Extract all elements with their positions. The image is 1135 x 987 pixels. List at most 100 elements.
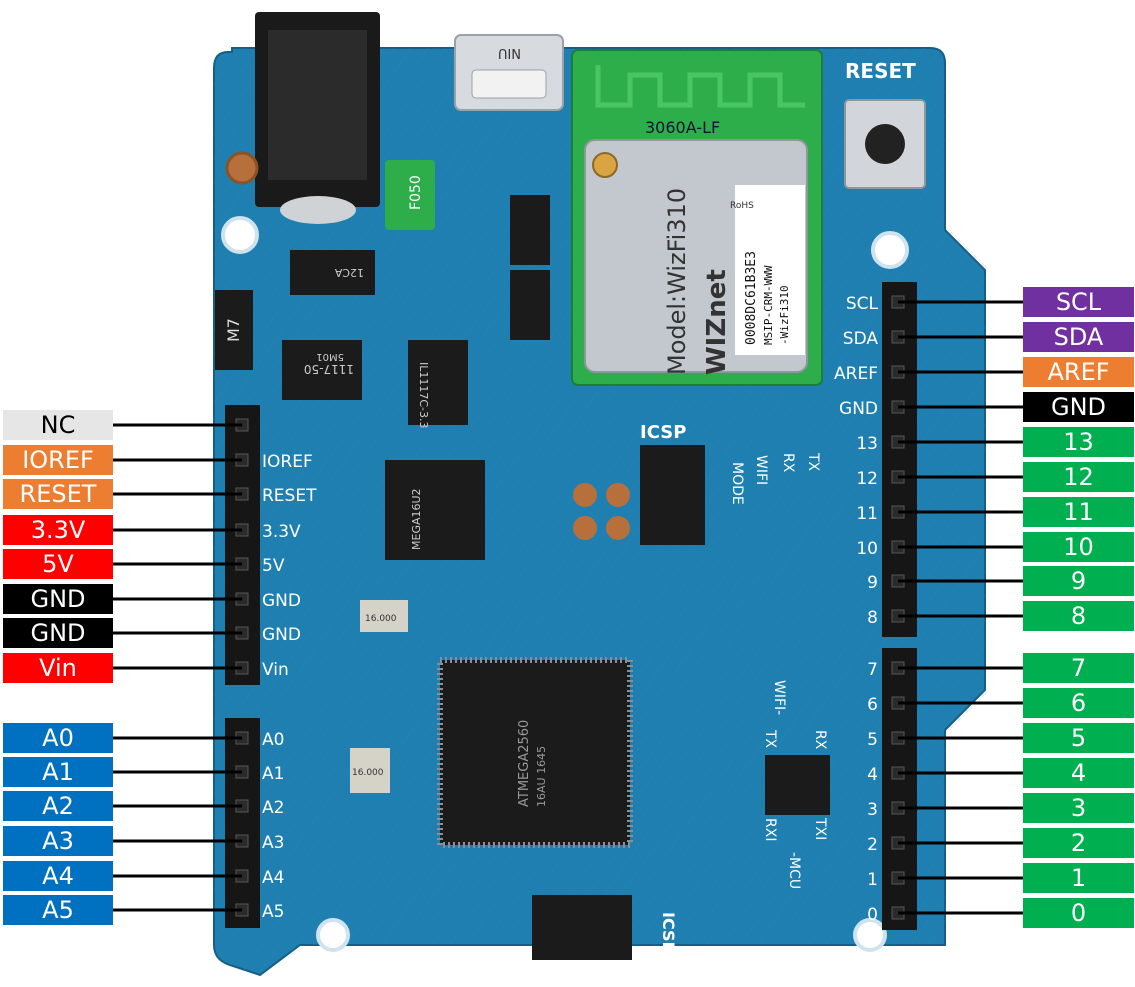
silk-label: GND [839,399,878,419]
svg-text:WIFI-: WIFI- [771,680,787,715]
right-pin-label: AREF [1023,357,1134,387]
reset-silk: RESET [845,59,916,83]
svg-text:TX: TX [805,452,821,472]
left-pin-label: IOREF [3,445,113,475]
silk-label: GND [262,591,301,611]
silk-label: A3 [262,833,284,853]
right-pin-label: 1 [1023,863,1134,893]
svg-text:12CA: 12CA [334,266,364,279]
mcu-atmega16u2 [385,460,485,560]
silk-label: Vin [262,660,289,680]
svg-text:RX: RX [780,453,796,473]
right-pin-label: 7 [1023,653,1134,683]
left-pin-label: NC [3,410,113,440]
right-pin-label: 10 [1023,532,1134,562]
silk-label: IOREF [262,452,313,472]
silk-label: 10 [856,539,878,559]
silk-label: 8 [867,608,878,628]
mount-hole [871,231,909,269]
silk-label: 3 [867,800,878,820]
svg-text:NIU: NIU [498,45,521,60]
svg-text:3060A-LF: 3060A-LF [645,118,720,137]
right-pin-label: 0 [1023,898,1134,928]
svg-text:RX: RX [812,730,828,750]
silk-label: 2 [867,835,878,855]
svg-text:ATMEGA2560: ATMEGA2560 [517,720,532,807]
svg-text:1117-50: 1117-50 [304,362,354,376]
svg-text:TXI: TXI [812,817,828,840]
silk-label: RESET [262,486,317,506]
right-pin-label: 13 [1023,427,1134,457]
svg-text:WIFI: WIFI [753,455,769,485]
power-header [225,405,260,685]
svg-text:ICSP: ICSP [659,912,678,954]
icsp-header-top [640,445,705,545]
silk-label: 7 [867,660,878,680]
mcu-atmega2560 [437,657,633,848]
silk-label: 1 [867,870,878,890]
svg-text:RoHS: RoHS [730,201,754,211]
silk-label: 6 [867,695,878,715]
left-pin-label: Vin [3,653,113,683]
right-pin-label: 5 [1023,723,1134,753]
svg-text:TX: TX [762,729,778,749]
left-pin-label: 5V [3,549,113,579]
silk-label: 0 [867,905,878,925]
right-pin-label: 6 [1023,688,1134,718]
right-pin-label: 9 [1023,566,1134,596]
silk-label: 11 [856,504,878,524]
silk-label: SDA [843,329,879,349]
mount-hole [221,216,259,254]
digital-header-low [882,648,917,930]
right-pin-label: 12 [1023,462,1134,492]
silk-label: A2 [262,798,284,818]
svg-text:ICSP: ICSP [640,422,686,443]
diode [215,290,253,370]
silk-label: 5V [262,556,285,576]
right-pin-label: GND [1023,392,1134,422]
right-pin-label: 3 [1023,793,1134,823]
svg-text:RXI: RXI [762,818,778,841]
svg-text:F050: F050 [408,175,424,210]
left-pin-label: A1 [3,757,113,787]
silk-label: 3.3V [262,522,301,542]
icsp-header-bottom [532,895,632,960]
svg-text:-WizFi310: -WizFi310 [778,285,791,345]
right-pin-label: 11 [1023,497,1134,527]
silk-label: A0 [262,730,284,750]
svg-text:WIZnet: WIZnet [702,269,732,375]
left-pin-label: GND [3,618,113,648]
svg-text:MSIP-CRM-WWW: MSIP-CRM-WWW [762,265,775,345]
mount-hole [316,918,350,952]
regulator-3v3 [408,340,468,425]
left-pin-label: A5 [3,895,113,925]
right-pin-label: 4 [1023,758,1134,788]
silk-label: SCL [846,294,879,314]
silk-label: 9 [867,573,878,593]
silk-label: GND [262,625,301,645]
svg-text:0008DC61B3E3: 0008DC61B3E3 [744,251,759,345]
analog-header [225,718,260,928]
svg-text:16.000: 16.000 [365,614,397,624]
silk-label: A1 [262,764,284,784]
mount-hole [853,918,887,952]
svg-text:16.000: 16.000 [352,768,384,778]
left-pin-label: A0 [3,723,113,753]
right-pin-label: 8 [1023,601,1134,631]
regulator-5v [282,340,362,400]
left-pin-label: GND [3,584,113,614]
svg-text:-MCU: -MCU [786,852,802,889]
svg-text:MODE: MODE [729,462,745,505]
silk-label: AREF [834,364,878,384]
svg-text:5M01: 5M01 [316,351,344,362]
left-pin-label: A3 [3,826,113,856]
svg-text:16AU 1645: 16AU 1645 [535,746,548,807]
left-pin-label: 3.3V [3,515,113,545]
left-pin-label: A2 [3,791,113,821]
svg-text:Model:WizFi310: Model:WizFi310 [663,188,691,375]
uart-jumper-block[interactable] [765,755,830,815]
right-pin-label: SDA [1023,322,1134,352]
right-pin-label: 2 [1023,828,1134,858]
